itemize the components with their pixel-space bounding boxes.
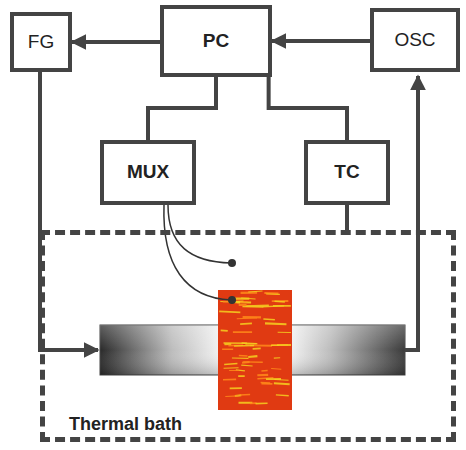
box-label: MUX — [127, 162, 169, 183]
thermocouple-junction — [228, 296, 236, 304]
texture-stroke — [248, 290, 262, 292]
texture-stroke — [257, 374, 268, 376]
texture-stroke — [234, 298, 249, 300]
texture-stroke — [224, 367, 239, 369]
texture-stroke — [278, 332, 291, 333]
texture-stroke — [241, 365, 252, 367]
connector-line — [269, 77, 347, 140]
thermocouple-junction — [228, 259, 236, 267]
texture-stroke — [256, 402, 268, 404]
box-label: TC — [334, 162, 359, 183]
region-label: Thermal bath — [67, 415, 184, 435]
texture-stroke — [276, 394, 289, 396]
texture-stroke — [240, 322, 252, 324]
texture-stroke — [274, 382, 290, 385]
texture-stroke — [265, 322, 286, 325]
texture-stroke — [224, 342, 248, 344]
texture-stroke — [223, 379, 236, 381]
texture-stroke — [230, 387, 242, 389]
sample-texture — [219, 291, 291, 404]
texture-stroke — [261, 383, 272, 385]
texture-stroke — [253, 348, 261, 350]
texture-stroke — [261, 370, 267, 372]
texture-stroke — [271, 345, 279, 346]
texture-stroke — [229, 370, 239, 371]
texture-stroke — [238, 375, 245, 377]
signal-wire — [405, 76, 418, 350]
texture-stroke — [277, 344, 291, 346]
texture-stroke — [266, 293, 280, 295]
texture-stroke — [237, 301, 251, 303]
texture-stroke — [274, 357, 280, 358]
signal-wire — [40, 72, 98, 350]
texture-stroke — [240, 301, 247, 303]
computer-box: PC — [160, 5, 272, 77]
texture-stroke — [233, 331, 252, 333]
texture-stroke — [271, 368, 281, 370]
texture-stroke — [274, 379, 288, 381]
texture-stroke — [261, 382, 271, 384]
connector-line — [345, 205, 349, 232]
texture-stroke — [225, 395, 238, 397]
texture-stroke — [250, 402, 257, 404]
texture-stroke — [240, 394, 250, 396]
connector-line — [148, 77, 216, 140]
thermal-bath-region: Thermal bath — [40, 230, 456, 442]
texture-stroke — [234, 345, 254, 347]
texture-stroke — [232, 357, 249, 358]
texture-stroke — [222, 349, 233, 350]
instrument-box: OSC — [370, 8, 460, 72]
multiplexer-box: MUX — [100, 140, 196, 205]
texture-stroke — [275, 301, 285, 303]
texture-stroke — [263, 318, 274, 320]
texture-stroke — [237, 317, 257, 319]
box-label: PC — [203, 31, 229, 52]
box-label: OSC — [394, 30, 435, 51]
texture-stroke — [239, 304, 247, 306]
texture-stroke — [263, 305, 284, 307]
texture-stroke — [221, 330, 228, 332]
texture-stroke — [219, 310, 240, 313]
connector-arrow — [272, 39, 370, 43]
texture-stroke — [272, 300, 289, 302]
texture-stroke — [248, 355, 257, 358]
sample — [218, 290, 292, 410]
controller-box: TC — [304, 140, 390, 205]
thermocouple-wire — [164, 205, 231, 300]
box-label: FG — [28, 32, 54, 53]
texture-stroke — [224, 363, 237, 365]
texture-stroke — [242, 361, 250, 364]
texture-stroke — [239, 355, 248, 357]
instrument-box: FG — [10, 12, 72, 72]
connector-arrow — [72, 40, 160, 44]
